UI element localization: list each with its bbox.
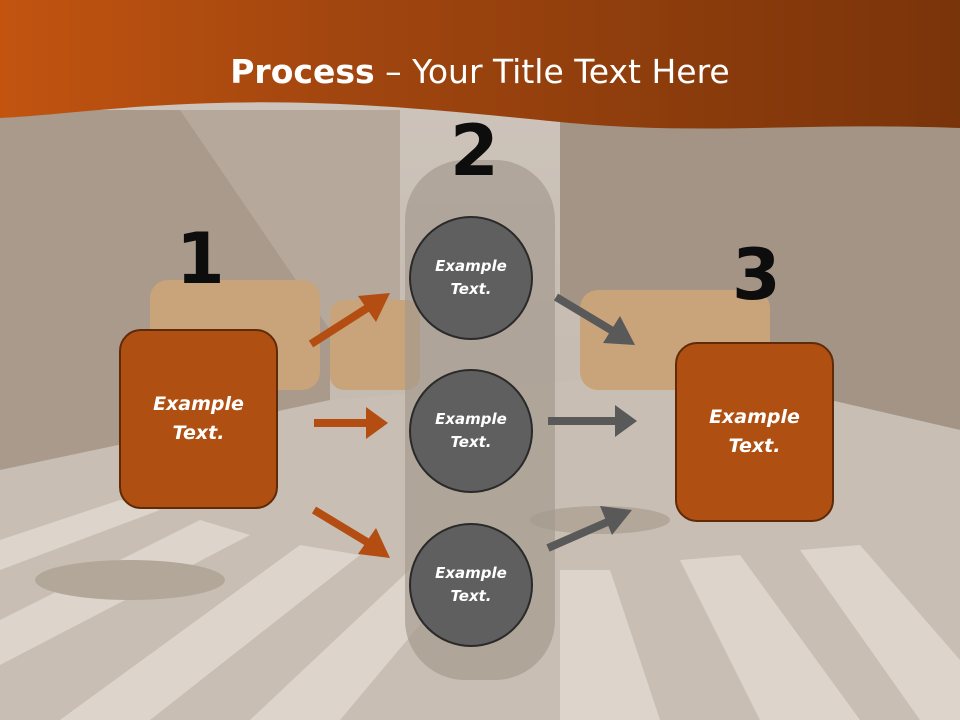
slide-title: Process – Your Title Text Here [0,52,960,91]
circle-bottom: Example Text. [409,523,533,647]
box-left: Example Text. [119,329,278,509]
arrow-top-to-right [553,293,635,345]
arrow-left-to-middle [314,407,388,439]
step-number-3: 3 [732,234,781,316]
title-rest: – Your Title Text Here [374,52,730,91]
title-bold: Process [230,52,375,91]
step-number-1: 1 [176,218,225,300]
circle-middle: Example Text. [409,369,533,493]
arrow-bottom-to-right [546,506,632,552]
arrow-middle-to-right [548,405,637,437]
box-right: Example Text. [675,342,834,522]
header-band [0,0,960,129]
arrow-left-to-top [308,293,390,348]
circle-top: Example Text. [409,216,533,340]
arrow-left-to-bottom [311,506,390,558]
step-number-2: 2 [450,110,499,192]
